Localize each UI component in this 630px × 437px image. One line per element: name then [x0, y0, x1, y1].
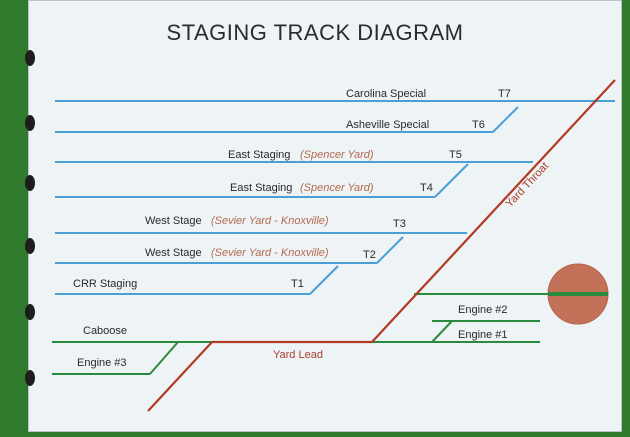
track-t4-name: East Staging — [230, 182, 292, 194]
binder-hole — [25, 304, 35, 320]
engine3-label: Engine #3 — [77, 357, 127, 369]
track-t2-sub: (Sevier Yard - Knoxville) — [211, 247, 329, 259]
track-t3-sub: (Sevier Yard - Knoxville) — [211, 215, 329, 227]
yard-lead-label: Yard Lead — [273, 349, 323, 361]
engine2-label: Engine #2 — [458, 304, 508, 316]
track-t4-id: T4 — [420, 182, 433, 194]
track-t6-turnout — [492, 106, 519, 133]
track-t2-id: T2 — [363, 249, 376, 261]
track-t1-id: T1 — [291, 278, 304, 290]
caboose-label: Caboose — [83, 325, 127, 337]
diagram-title: STAGING TRACK DIAGRAM — [167, 20, 464, 45]
binder-holes — [25, 50, 35, 386]
track-t1-name: CRR Staging — [73, 278, 137, 290]
track-t2-name: West Stage — [145, 247, 202, 259]
track-t7-id: T7 — [498, 88, 511, 100]
binder-hole — [25, 50, 35, 66]
engine3-turnout — [149, 341, 179, 375]
diagram-board — [28, 0, 622, 432]
track-t1-turnout — [309, 265, 339, 295]
yard-lead-diagonal — [147, 341, 213, 412]
track-t6-name: Asheville Special — [346, 119, 429, 131]
engine1-turnout — [431, 320, 453, 343]
yard-throat-line — [371, 79, 616, 343]
track-t5-sub: (Spencer Yard) — [300, 149, 374, 161]
binder-hole — [25, 238, 35, 254]
staging-tracks — [55, 100, 615, 295]
track-t5-name: East Staging — [228, 149, 290, 161]
track-t5-id: T5 — [449, 149, 462, 161]
track-t6-id: T6 — [472, 119, 485, 131]
yard-throat-label: Yard Throat — [503, 160, 551, 210]
binder-hole — [25, 115, 35, 131]
track-t7-name: Carolina Special — [346, 88, 426, 100]
engine1-label: Engine #1 — [458, 329, 508, 341]
binder-hole — [25, 175, 35, 191]
track-t3-id: T3 — [393, 218, 406, 230]
track-t4-turnout — [434, 163, 469, 198]
track-t3-name: West Stage — [145, 215, 202, 227]
engine-tracks — [52, 293, 608, 375]
binder-hole — [25, 370, 35, 386]
track-t2-turnout — [376, 236, 404, 264]
mainline — [147, 79, 616, 412]
track-t4-sub: (Spencer Yard) — [300, 182, 374, 194]
